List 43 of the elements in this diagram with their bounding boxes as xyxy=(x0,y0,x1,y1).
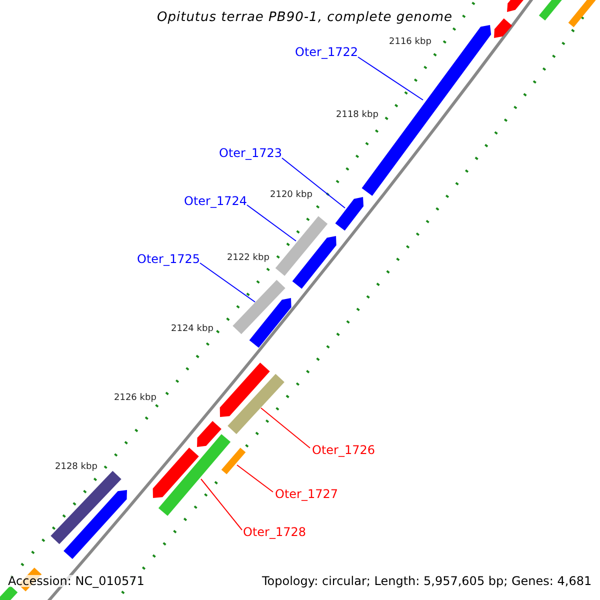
tick-label: 2126 kbp xyxy=(114,394,156,403)
leader-line xyxy=(200,478,242,530)
gene-block xyxy=(64,490,127,560)
gene-block xyxy=(249,298,292,348)
gene-label: Oter_1725 xyxy=(137,253,200,265)
title: Opitutus terrae PB90-1, complete genome xyxy=(157,11,453,24)
gene-block xyxy=(362,25,492,196)
gene-block xyxy=(158,434,231,516)
gene-label: Oter_1727 xyxy=(275,488,338,500)
gene-label: Oter_1726 xyxy=(312,444,376,456)
tick-label: 2128 kbp xyxy=(55,463,98,472)
gene-block xyxy=(292,236,336,289)
gene-block xyxy=(221,448,246,474)
tick-label: 2122 kbp xyxy=(227,254,270,263)
gene-label: Oter_1723 xyxy=(219,147,282,159)
gene-block xyxy=(50,470,122,544)
gene-block xyxy=(494,18,512,38)
leader-line xyxy=(282,158,346,208)
gene-block xyxy=(220,362,270,417)
gene-block xyxy=(232,280,286,334)
gene-block xyxy=(538,0,564,21)
gene-label: Oter_1728 xyxy=(243,526,306,538)
tick-label: 2120 kbp xyxy=(270,191,312,200)
gene-block xyxy=(197,420,222,447)
gene-block xyxy=(228,374,284,434)
gene-block xyxy=(152,448,199,498)
info-text: Topology: circular; Length: 5,957,605 bp; Genes: 4,681 xyxy=(262,575,592,587)
tick-label: 2118 kbp xyxy=(336,111,378,120)
gene-label: Oter_1722 xyxy=(295,46,358,58)
leader-line xyxy=(200,262,256,302)
info-text: Accession: NC_010571 xyxy=(8,575,144,587)
gene-block xyxy=(275,216,328,276)
tick-label: 2116 kbp xyxy=(389,38,432,47)
gene-block xyxy=(507,0,526,12)
gene-block xyxy=(568,0,596,28)
leader-line xyxy=(246,204,296,242)
leader-line xyxy=(260,408,310,448)
leader-line xyxy=(236,464,274,492)
gene-block xyxy=(335,197,364,231)
gene-block xyxy=(0,586,18,600)
tick-label: 2124 kbp xyxy=(171,325,214,334)
leader-line xyxy=(358,56,424,100)
gene-label: Oter_1724 xyxy=(184,195,248,207)
